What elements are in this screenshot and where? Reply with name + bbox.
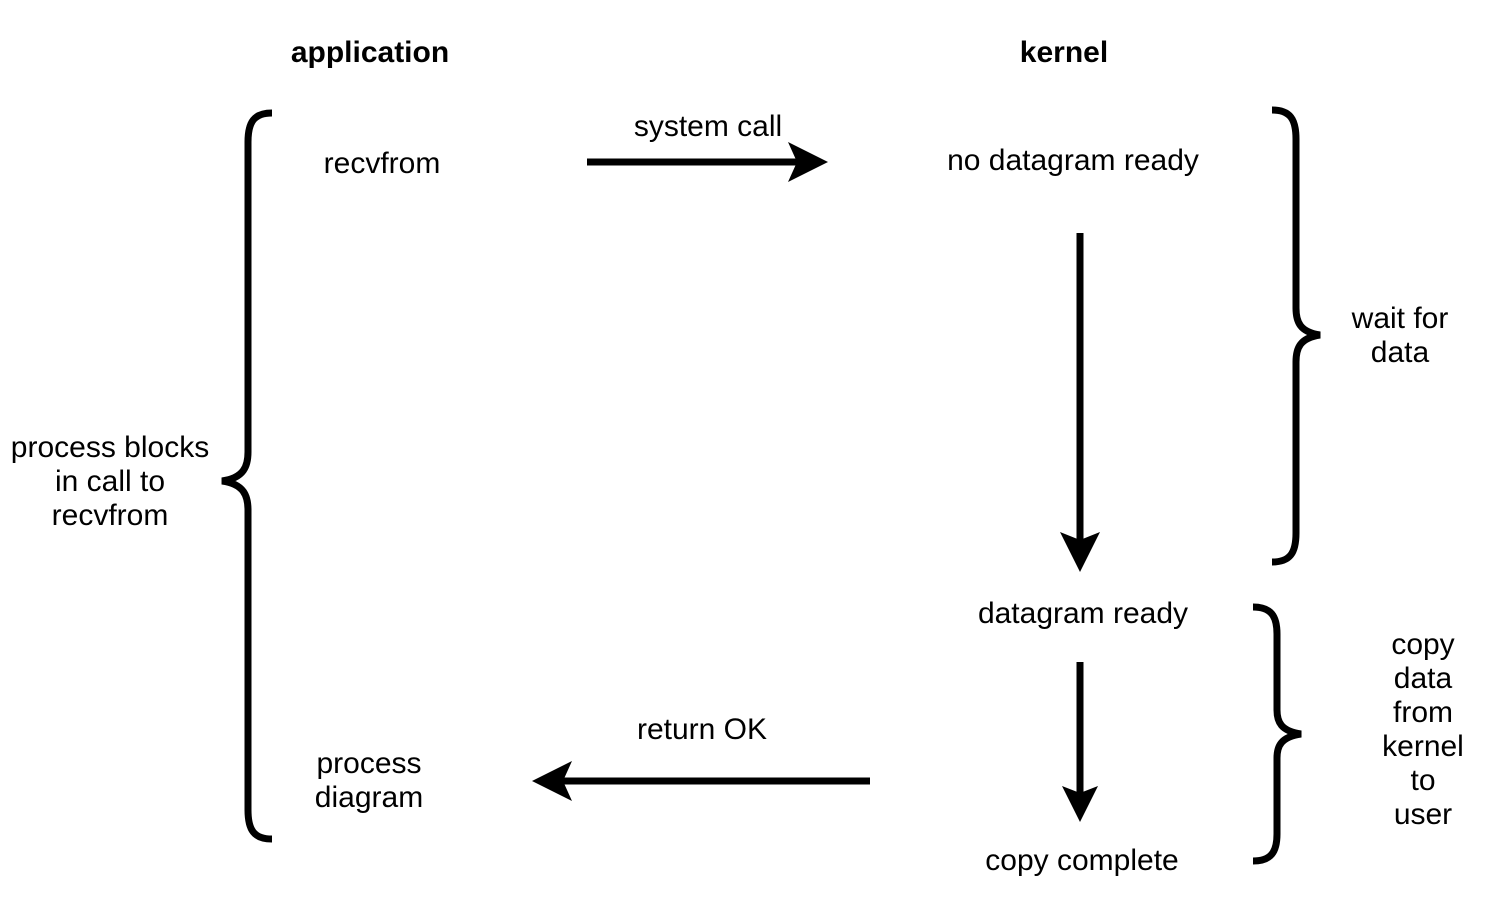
datagram-ready-label: datagram ready [977, 597, 1189, 630]
return-ok-arrow [532, 761, 870, 801]
wait-arrow [1060, 233, 1100, 572]
process-blocks-label: process blocks in call to recvfrom [10, 431, 210, 532]
copy-data-brace [1252, 603, 1302, 865]
system-call-label: system call [633, 110, 783, 143]
wait-for-data-label: wait for data [1351, 302, 1449, 369]
return-ok-label: return OK [636, 713, 768, 746]
kernel-column-header: kernel [1019, 36, 1109, 69]
recvfrom-label: recvfrom [323, 147, 441, 180]
wait-for-data-brace [1271, 106, 1321, 566]
process-blocks-brace [221, 109, 273, 843]
no-datagram-ready-label: no datagram ready [947, 144, 1199, 177]
system-call-arrow [587, 142, 828, 182]
process-diagram-label: process diagram [314, 747, 424, 814]
copy-complete-label: copy complete [985, 844, 1179, 877]
copy-arrow [1062, 662, 1098, 822]
application-column-header: application [290, 36, 450, 69]
copy-data-label: copy data from kernel to user [1382, 628, 1464, 831]
